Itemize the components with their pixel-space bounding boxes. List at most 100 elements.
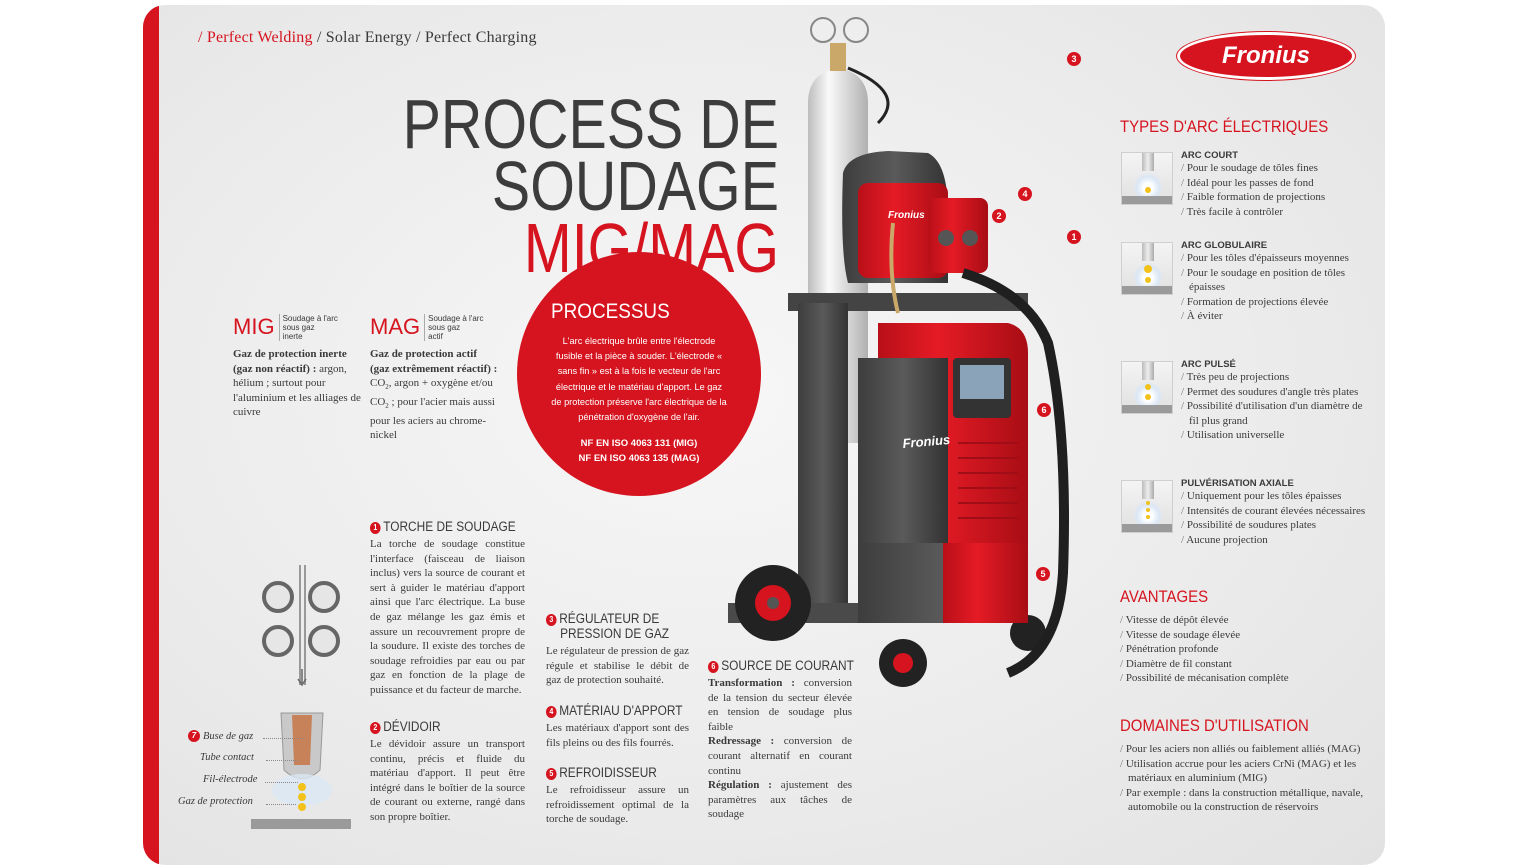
feed-roller-4	[308, 625, 340, 657]
arc-pulse-item: Très peu de projections	[1181, 370, 1371, 385]
torche-title: TORCHE DE SOUDAGE	[383, 519, 516, 534]
pulverisation-axiale-list: Uniquement pour les tôles épaisses Inten…	[1181, 489, 1381, 547]
devidoir-title: DÉVIDOIR	[383, 719, 441, 734]
nav-solar-energy[interactable]: / Solar Energy	[316, 29, 412, 46]
avantages-list: Vitesse de dépôt élevée Vitesse de souda…	[1120, 613, 1350, 686]
feed-roller-1	[262, 581, 294, 613]
arc-court-item: Très facile à contrôler	[1181, 205, 1371, 220]
arc-court-item: Idéal pour les passes de fond	[1181, 176, 1371, 191]
regulateur-title1: RÉGULATEUR DE	[559, 611, 660, 626]
pulverisation-item: Aucune projection	[1181, 533, 1381, 548]
source-text: Transformation : conversion de la tensio…	[708, 676, 852, 822]
arc-pulse-list: Très peu de projections Permet des soudu…	[1181, 370, 1371, 443]
fronius-logo: Fronius	[1177, 32, 1355, 80]
arc-globulaire-item: Pour le soudage en position de tôles épa…	[1181, 266, 1371, 295]
title-prefix: SOUDAGE	[491, 147, 779, 225]
torche-text: La torche de soudage constitue l'interfa…	[370, 538, 525, 696]
devidoir-num: 2	[370, 722, 381, 734]
arc-globulaire-name: ARC GLOBULAIRE	[1181, 240, 1268, 251]
mag-small-3: actif	[428, 332, 443, 341]
mag-gas-end: ; pour l'acier mais aussi pour les acier…	[370, 395, 495, 442]
mig-gas-title: Gaz de protection inerte (gaz non réacti…	[233, 348, 347, 375]
legend-dots-4	[266, 804, 296, 805]
nav-perfect-welding[interactable]: / Perfect Welding	[198, 29, 313, 46]
arc-globulaire-list: Pour les tôles d'épaisseurs moyennes Pou…	[1181, 251, 1371, 324]
mig-small-1: Soudage à l'arc	[282, 314, 338, 323]
mag-small-1: Soudage à l'arc	[428, 314, 484, 323]
arc-globulaire-item: Formation de projections élevée	[1181, 295, 1371, 310]
torch-hose	[961, 268, 1069, 678]
mag-sub-1: 2	[385, 383, 389, 392]
poster: / Perfect Welding / Solar Energy / Perfe…	[143, 5, 1385, 865]
arc-court-image	[1121, 152, 1173, 205]
marker-2: 2	[992, 209, 1006, 223]
workpiece	[251, 819, 351, 829]
processus-iso-mig: NF EN ISO 4063 131 (MIG)	[580, 438, 698, 449]
legend-tube: Tube contact	[200, 752, 254, 763]
source-t2: Redressage :	[708, 735, 775, 748]
arc-pulse-item: Permet des soudures d'angle très plates	[1181, 385, 1371, 400]
torch-diagram	[251, 565, 351, 829]
types-heading: TYPES D'ARC ÉLECTRIQUES	[1120, 117, 1329, 136]
marker-5: 5	[1040, 569, 1045, 579]
machine-display	[960, 365, 1004, 399]
mag-small-desc: Soudage à l'arc sous gaz actif	[424, 314, 483, 341]
mag-gas-mid: , argon + oxygène et/ou CO	[370, 377, 493, 408]
feed-roller-2	[308, 581, 340, 613]
arc-court-list: Pour le soudage de tôles fines Idéal pou…	[1181, 161, 1371, 219]
materiau-text: Les matériaux d'apport sont des fils ple…	[546, 722, 689, 749]
page-title-line2: SOUDAGE MIG/MAG	[257, 151, 779, 283]
processus-title: PROCESSUS	[551, 300, 670, 323]
legend-gaz: Gaz de protection	[178, 796, 253, 807]
mig-small-desc: Soudage à l'arc sous gaz inerte	[278, 314, 338, 341]
mig-small-2: sous gaz	[282, 323, 315, 332]
cart-panel	[798, 303, 848, 623]
legend-dots-1	[263, 738, 303, 739]
nav-perfect-charging[interactable]: / Perfect Charging	[416, 29, 537, 46]
source-t3: Régulation :	[708, 779, 772, 792]
gauge-right	[843, 17, 869, 43]
refroid-text: Le refroidisseur assure un refroidisseme…	[546, 784, 689, 826]
avantages-heading: AVANTAGES	[1120, 587, 1209, 606]
mag-small-2: sous gaz	[428, 323, 461, 332]
pulverisation-item: Possibilité de soudures plates	[1181, 518, 1381, 533]
source-d2: conversion de courant alternatif en cour…	[708, 735, 852, 777]
source-title: SOURCE DE COURANT	[721, 658, 854, 673]
avantage-item: Diamètre de fil constant	[1120, 657, 1350, 672]
arc-court-item: Pour le soudage de tôles fines	[1181, 161, 1371, 176]
mig-gas: Gaz de protection inerte (gaz non réacti…	[233, 347, 361, 420]
mig-label: MIG	[233, 314, 275, 339]
regulateur-text: Le régulateur de pression de gaz régule …	[546, 645, 689, 687]
mag-gas-title: Gaz de protection actif (gaz extrêmement…	[370, 348, 498, 375]
legend-dots-3	[265, 782, 298, 783]
avantage-item: Vitesse de dépôt élevée	[1120, 613, 1350, 628]
mig-block: MIG Soudage à l'arc sous gaz inerte Gaz …	[233, 314, 361, 420]
arc-globulaire-item: À éviter	[1181, 309, 1371, 324]
arc-globulaire-image	[1121, 242, 1173, 295]
mag-gas: Gaz de protection actif (gaz extrêmement…	[370, 347, 498, 443]
avantage-item: Pénétration profonde	[1120, 642, 1350, 657]
feeder-brand: Fronius	[888, 210, 925, 221]
pulverisation-axiale-name: PULVÉRISATION AXIALE	[1181, 478, 1294, 489]
refroid-title: REFROIDISSEUR	[559, 765, 657, 780]
devidoir-text: Le dévidoir assure un transport continu,…	[370, 738, 525, 823]
source-brand: Fronius	[902, 432, 951, 451]
legend-num: 7	[188, 730, 200, 742]
marker-6: 6	[1041, 405, 1046, 415]
materiau-title: MATÉRIAU D'APPORT	[559, 703, 683, 718]
marker-1: 1	[1071, 232, 1076, 242]
mag-gas-co2a: CO	[370, 377, 386, 390]
pulverisation-axiale-image	[1121, 480, 1173, 533]
